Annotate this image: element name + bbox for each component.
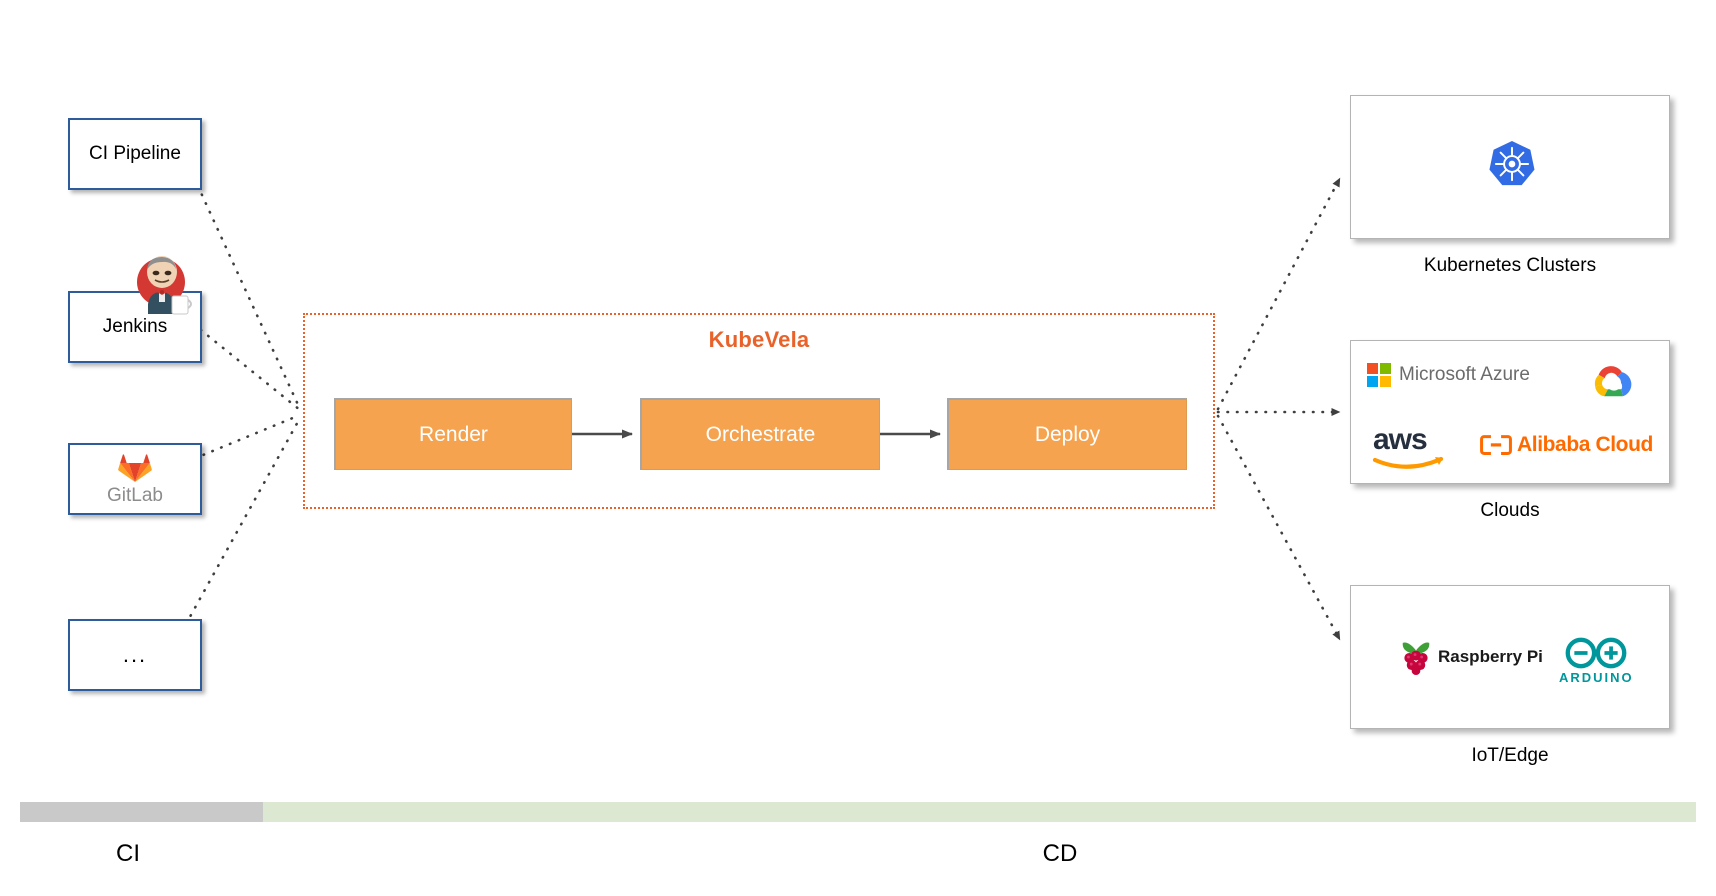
target-box-iot-edge[interactable]: Raspberry Pi ARDUINO bbox=[1350, 585, 1670, 729]
target-caption-iot-edge: IoT/Edge bbox=[1471, 745, 1549, 766]
raspberry-pi-logo: Raspberry Pi bbox=[1399, 638, 1543, 676]
raspberry-pi-icon bbox=[1402, 642, 1430, 676]
microsoft-azure-label: Microsoft Azure bbox=[1399, 364, 1530, 385]
raspberry-pi-label: Raspberry Pi bbox=[1438, 647, 1543, 666]
kubernetes-helm-icon bbox=[1489, 140, 1535, 186]
connector-ci-pipeline-to-kubevela bbox=[184, 158, 302, 411]
source-box-gitlab[interactable]: GitLab bbox=[68, 443, 202, 515]
microsoft-azure-logo: Microsoft Azure bbox=[1367, 363, 1530, 387]
jenkins-butler-icon bbox=[137, 256, 192, 315]
source-box-ci-pipeline[interactable]: CI Pipeline bbox=[68, 118, 202, 190]
phase-bar bbox=[20, 802, 1696, 822]
source-label-more: ... bbox=[122, 641, 148, 667]
alibaba-cloud-logo: Alibaba Cloud bbox=[1480, 433, 1653, 457]
outgoing-connectors bbox=[1216, 176, 1342, 642]
arduino-icon bbox=[1565, 637, 1627, 669]
target-box-kubernetes-clusters[interactable] bbox=[1350, 95, 1670, 239]
aws-label: aws bbox=[1373, 423, 1428, 456]
phase-segment-ci bbox=[20, 802, 263, 822]
connector-kubevela-to-kubernetes bbox=[1216, 176, 1342, 411]
microsoft-azure-icon bbox=[1367, 363, 1391, 387]
aws-logo: aws bbox=[1372, 423, 1445, 469]
alibaba-cloud-icon bbox=[1480, 435, 1512, 455]
gitlab-fox-icon bbox=[118, 454, 152, 483]
stage-label-deploy: Deploy bbox=[1034, 422, 1101, 446]
alibaba-cloud-label: Alibaba Cloud bbox=[1517, 433, 1653, 456]
source-label-ci-pipeline: CI Pipeline bbox=[89, 142, 181, 164]
arduino-label: ARDUINO bbox=[1559, 670, 1634, 685]
stage-box-render[interactable]: Render bbox=[334, 398, 572, 470]
target-caption-clouds: Clouds bbox=[1480, 500, 1540, 521]
connector-more-to-kubevela bbox=[184, 416, 302, 626]
arduino-logo: ARDUINO bbox=[1559, 636, 1634, 685]
stage-label-orchestrate: Orchestrate bbox=[705, 422, 816, 446]
source-label-jenkins: Jenkins bbox=[102, 315, 168, 337]
kubevela-container bbox=[303, 313, 1215, 509]
kubevela-title: KubeVela bbox=[708, 327, 810, 352]
phase-label-ci: CI bbox=[116, 840, 140, 867]
google-cloud-icon bbox=[1594, 366, 1632, 397]
phase-segment-cd bbox=[263, 802, 1696, 822]
source-box-more[interactable]: ... bbox=[68, 619, 202, 691]
connector-gitlab-to-kubevela bbox=[184, 413, 302, 464]
target-box-clouds[interactable]: Microsoft Azure aws bbox=[1350, 340, 1670, 484]
incoming-connectors bbox=[184, 158, 302, 626]
connector-jenkins-to-kubevela bbox=[184, 316, 302, 412]
source-label-gitlab: GitLab bbox=[107, 485, 163, 506]
aws-icon: aws bbox=[1372, 423, 1445, 469]
stage-label-render: Render bbox=[419, 422, 488, 446]
phase-label-cd: CD bbox=[1042, 840, 1078, 867]
stage-box-orchestrate[interactable]: Orchestrate bbox=[640, 398, 880, 470]
target-caption-kubernetes-clusters: Kubernetes Clusters bbox=[1423, 255, 1597, 276]
stage-box-deploy[interactable]: Deploy bbox=[947, 398, 1187, 470]
connector-kubevela-to-iot-edge bbox=[1216, 414, 1342, 642]
